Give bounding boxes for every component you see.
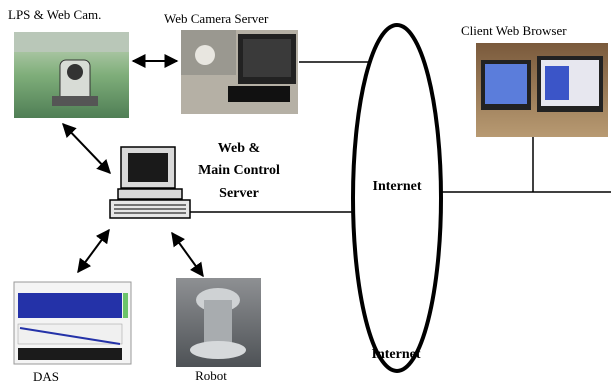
das-label: DAS: [33, 369, 59, 384]
lps-main-server-arrow: [62, 122, 111, 175]
lps-webcam-photo: [14, 32, 129, 118]
camera-server-label: Web Camera Server: [164, 11, 269, 26]
web-camera-server-photo: [181, 30, 298, 114]
main-server-computer-icon: [109, 146, 191, 219]
internet-cloud: [351, 23, 443, 373]
main-server-label-line2: Main Control: [198, 163, 280, 178]
internet-bottom-label: Internet: [372, 347, 421, 362]
main-server-das-arrow: [77, 228, 110, 274]
robot-label: Robot: [195, 368, 227, 383]
main-server-robot-arrow: [171, 231, 204, 278]
client-browser-label: Client Web Browser: [461, 23, 567, 38]
internet-center-label: Internet: [373, 179, 422, 194]
client-browser-photo: [476, 43, 608, 137]
das-screenshot: [13, 281, 132, 365]
main-server-label-line1: Web &: [218, 141, 260, 156]
main-server-label-line3: Server: [219, 186, 259, 201]
lps-webcam-label: LPS & Web Cam.: [8, 7, 101, 22]
robot-photo: [176, 278, 261, 367]
